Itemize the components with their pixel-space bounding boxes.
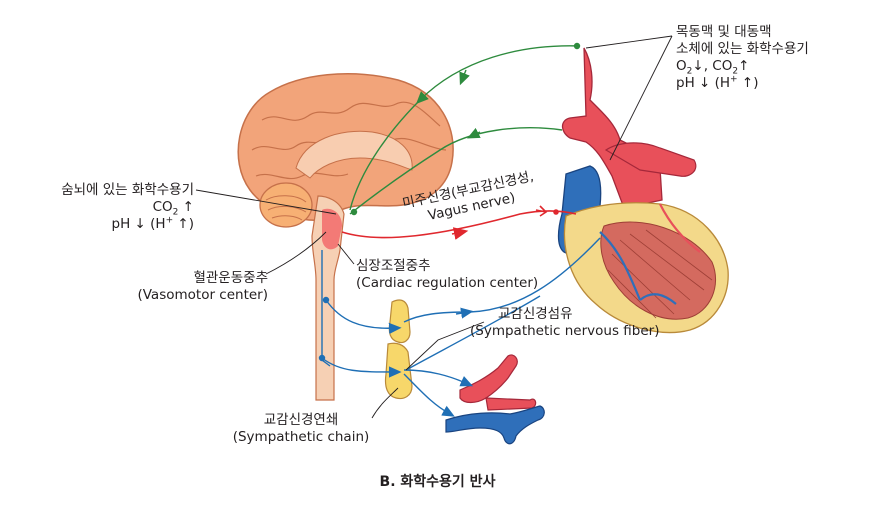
leader-lines	[195, 35, 673, 419]
aortic-ph-level: pH ↓ (H+ ↑)	[676, 74, 759, 91]
cardiac-center-label: 심장조절중추 (Cardiac regulation center)	[356, 258, 538, 292]
afferent-pathways	[349, 42, 581, 216]
sympathetic-chain	[384, 299, 413, 400]
aortic-gas-levels: O2↓, CO2↑	[676, 58, 750, 77]
vagus-pathway	[341, 205, 577, 240]
medullary-centers	[322, 208, 342, 250]
medulla-chemoreceptor-label: 숨뇌에 있는 화학수용기 CO2 ↑ pH ↓ (H+ ↑)	[20, 182, 194, 233]
cardiac-center-en: (Cardiac regulation center)	[356, 275, 539, 291]
artery-branch	[459, 354, 518, 404]
sympathetic-pathways	[318, 237, 601, 417]
sympathetic-chain-en: (Sympathetic chain)	[232, 429, 370, 445]
vasomotor-center-ko: 혈관운동중추	[193, 270, 268, 286]
sympathetic-fiber-label: 교감신경섬유 (Sympathetic nervous fiber)	[470, 306, 659, 340]
sympathetic-chain-ko: 교감신경연쇄	[263, 412, 339, 428]
heart	[557, 47, 729, 334]
vessels	[445, 354, 545, 445]
sympathetic-chain-label: 교감신경연쇄 (Sympathetic chain)	[226, 412, 376, 446]
ganglion-lower	[384, 342, 413, 400]
figure-caption: B. 화학수용기 반사	[379, 474, 496, 490]
medulla-chemoreceptor-line1: 숨뇌에 있는 화학수용기	[61, 182, 194, 198]
aortic-chemoreceptor-line1: 목동맥 및 대동맥	[676, 24, 772, 40]
medulla-ph-level: pH ↓ (H+ ↑)	[111, 215, 194, 232]
vein-branch	[445, 405, 545, 445]
cardiac-center-ko: 심장조절중추	[356, 258, 431, 274]
aortic-chemoreceptor-line2: 소체에 있는 화학수용기	[676, 41, 809, 57]
sympathetic-fiber-ko: 교감신경섬유	[498, 306, 573, 322]
medulla-co2-level: CO2 ↑	[152, 199, 194, 218]
aortic-chemoreceptor-label: 목동맥 및 대동맥 소체에 있는 화학수용기 O2↓, CO2↑ pH ↓ (H…	[676, 24, 809, 92]
brain	[237, 73, 454, 401]
vasomotor-center-label: 혈관운동중추 (Vasomotor center)	[120, 270, 268, 304]
sympathetic-fiber-en: (Sympathetic nervous fiber)	[470, 323, 660, 339]
vasomotor-center-en: (Vasomotor center)	[137, 287, 268, 303]
